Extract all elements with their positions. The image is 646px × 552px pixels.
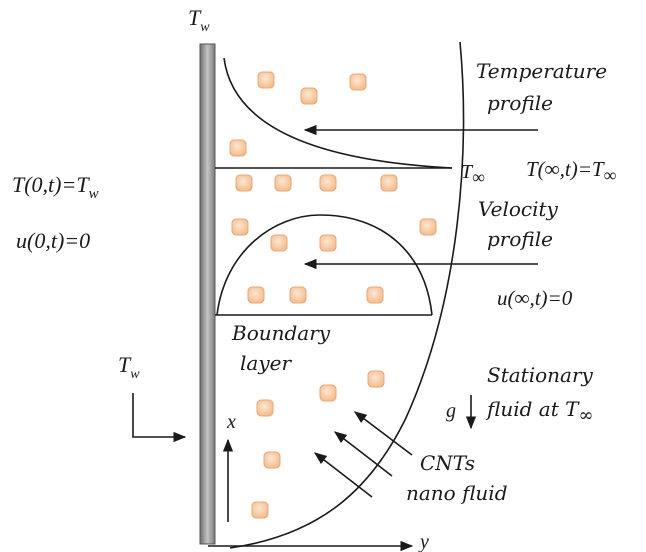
nanoparticle <box>270 234 288 252</box>
temperature-profile-curve <box>223 57 453 169</box>
nanoparticle <box>367 370 385 388</box>
nanoparticle <box>319 384 337 402</box>
nanoparticle <box>231 218 249 236</box>
nanoparticle <box>235 174 253 192</box>
temperature-profile-label: Temperature profile <box>476 59 613 115</box>
t-infinity-label: T∞ <box>461 161 485 187</box>
nanoparticle <box>419 218 437 236</box>
cnt-arrow-1 <box>353 411 413 456</box>
heated-wall <box>199 43 216 545</box>
nanoparticle <box>257 71 275 89</box>
nanoparticles <box>229 71 437 519</box>
nanoparticle <box>251 501 269 519</box>
x-axis-label: x <box>226 411 236 433</box>
bc-wall-vel: u(0,t)=0 <box>16 228 90 253</box>
wall-temp-top-label: Tw <box>188 5 210 35</box>
gravity-label: g <box>446 400 456 422</box>
bc-far-vel: u(∞,t)=0 <box>497 286 573 310</box>
wall-temp-side-label: Tw <box>118 352 140 382</box>
nanoparticle <box>256 399 274 417</box>
nanoparticle <box>289 286 307 304</box>
nanoparticle <box>319 234 337 252</box>
cnt-nanofluid-label: CNTs nano fluid <box>406 451 508 505</box>
outer-boundary-curve <box>229 41 465 549</box>
nanoparticle <box>263 451 281 469</box>
nanoparticle <box>349 73 367 91</box>
velocity-profile-label: Velocity profile <box>478 197 564 251</box>
nanoparticle <box>274 174 292 192</box>
y-axis-label: y <box>418 531 429 552</box>
bc-far-temp: T(∞,t)=T∞ <box>526 157 617 185</box>
nanoparticle <box>319 174 337 192</box>
wall-heating-arrow <box>132 393 187 443</box>
boundary-layer-label: Boundary layer <box>231 321 336 375</box>
stationary-fluid-label: Stationary fluid at T∞ <box>485 363 599 426</box>
nanoparticle <box>366 286 384 304</box>
cnt-arrow-3 <box>313 452 373 498</box>
nanoparticle <box>380 174 398 192</box>
nanoparticle <box>247 286 265 304</box>
cnt-arrow-2 <box>333 431 393 477</box>
nanoparticle <box>300 87 318 105</box>
bc-wall-temp: T(0,t)=Tw <box>12 172 99 202</box>
nanoparticle <box>229 139 247 157</box>
